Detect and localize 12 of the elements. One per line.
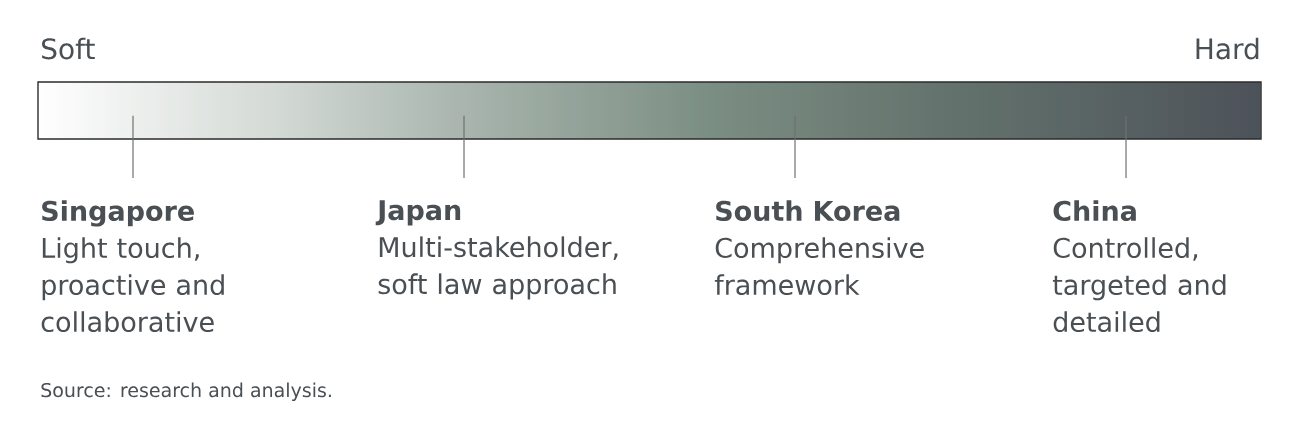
callout-text: China Controlled, targeted and detailed xyxy=(1052,200,1226,333)
scale-end-label: Hard xyxy=(1196,37,1259,60)
source-note: Source: research and analysis. xyxy=(41,382,331,401)
leader-line xyxy=(132,115,134,179)
callout-text: Japan Multi-stakeholder, soft law approach xyxy=(375,200,618,300)
gradient-scale-bar xyxy=(37,81,1262,140)
callout-text: Singapore Light touch, proactive and collaborative xyxy=(41,200,224,333)
leader-line xyxy=(794,115,796,179)
leader-line xyxy=(1125,115,1127,179)
scale-end-label: Soft xyxy=(42,37,95,60)
callout-text: South Korea Comprehensive framework xyxy=(714,200,924,296)
leader-line xyxy=(463,115,465,179)
